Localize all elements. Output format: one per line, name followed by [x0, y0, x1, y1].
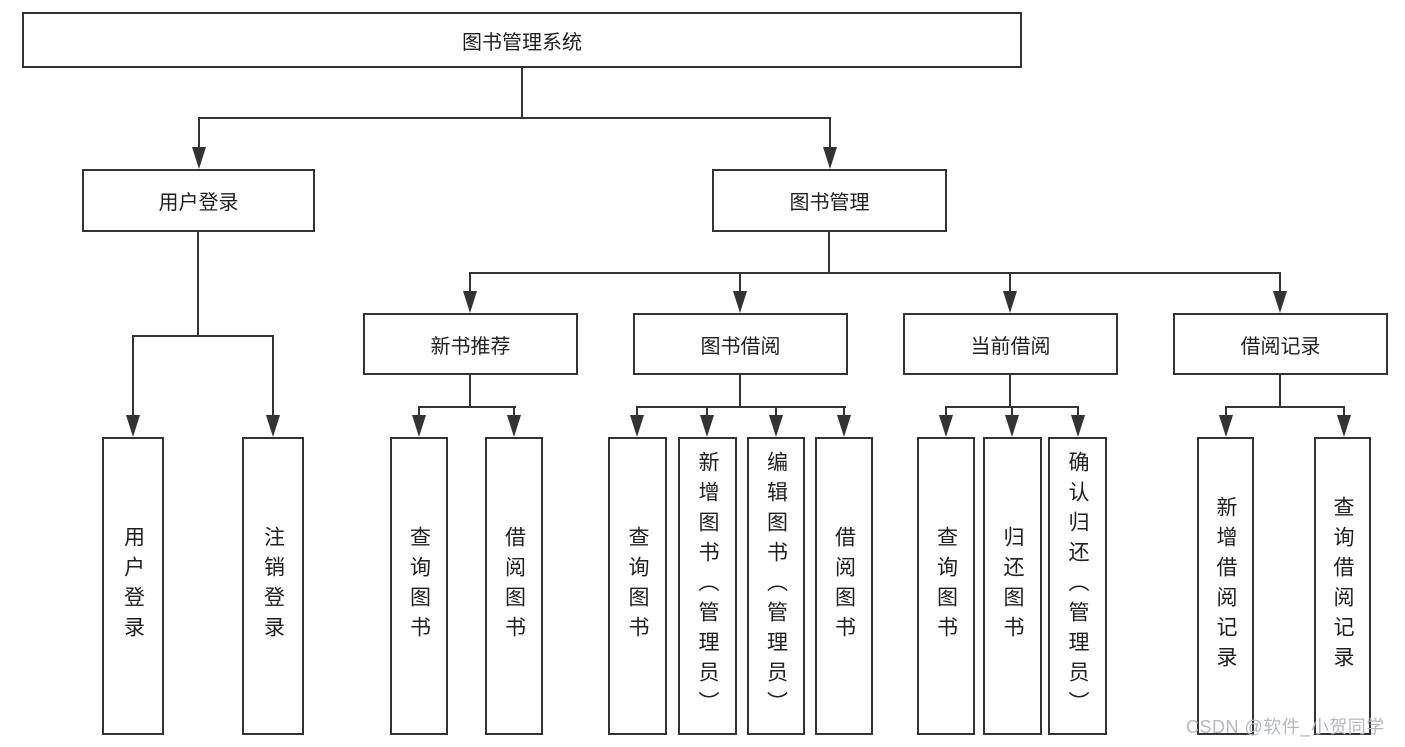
- node-book-borrow: 图书借阅: [633, 313, 848, 375]
- arrowhead-icon: [126, 415, 140, 437]
- leaf-current-query-label: 查询图书: [934, 526, 958, 646]
- arrowhead-icon: [1219, 415, 1233, 437]
- connector: [636, 406, 846, 408]
- connector: [1225, 406, 1345, 408]
- leaf-current-return: 归还图书: [983, 437, 1042, 735]
- connector: [513, 406, 515, 418]
- node-current-borrow: 当前借阅: [903, 313, 1118, 375]
- connector: [636, 406, 638, 418]
- leaf-user-login: 用户登录: [102, 437, 164, 735]
- leaf-newbooks-borrow-label: 借阅图书: [502, 526, 526, 646]
- arrowhead-icon: [463, 291, 477, 313]
- node-borrow-records-label: 借阅记录: [1240, 335, 1321, 358]
- connector: [469, 375, 471, 408]
- arrowhead-icon: [939, 415, 953, 437]
- leaf-current-return-label: 归还图书: [1001, 526, 1024, 646]
- node-book-management: 图书管理: [712, 169, 947, 232]
- connector: [469, 272, 471, 293]
- connector: [1225, 406, 1227, 418]
- node-new-book-recommend-label: 新书推荐: [430, 335, 511, 358]
- connector: [272, 335, 274, 417]
- connector: [198, 117, 831, 119]
- connector: [132, 335, 134, 417]
- connector: [828, 232, 830, 274]
- arrowhead-icon: [1003, 291, 1017, 313]
- node-current-borrow-label: 当前借阅: [970, 335, 1051, 358]
- leaf-current-query: 查询图书: [917, 437, 975, 735]
- csdn-watermark: CSDN @软件_小贺同学: [1186, 717, 1385, 737]
- connector: [1077, 406, 1079, 418]
- connector: [829, 117, 831, 149]
- arrowhead-icon: [1071, 415, 1085, 437]
- leaf-borrow-query-label: 查询图书: [626, 526, 649, 646]
- leaf-record-add: 新增借阅记录: [1197, 437, 1254, 735]
- arrowhead-icon: [507, 415, 521, 437]
- connector: [1011, 406, 1013, 418]
- leaf-borrow-query: 查询图书: [608, 437, 667, 735]
- leaf-borrow-book-label: 借阅图书: [832, 526, 856, 646]
- arrowhead-icon: [823, 147, 837, 169]
- connector: [739, 375, 741, 408]
- arrowhead-icon: [700, 415, 714, 437]
- connector: [418, 406, 516, 408]
- leaf-borrow-edit-admin: 编辑图书（管理员）: [747, 437, 805, 735]
- node-root: 图书管理系统: [22, 12, 1022, 68]
- connector: [739, 272, 741, 293]
- connector: [1009, 375, 1011, 408]
- leaf-borrow-book: 借阅图书: [815, 437, 873, 735]
- leaf-current-confirm-admin-label: 确认归还（管理员）: [1066, 451, 1089, 721]
- connector: [198, 117, 200, 149]
- leaf-logout: 注销登录: [242, 437, 304, 735]
- node-book-management-label: 图书管理: [789, 192, 870, 214]
- connector: [775, 406, 777, 418]
- leaf-record-query: 查询借阅记录: [1314, 437, 1371, 735]
- node-user-login-label: 用户登录: [158, 192, 239, 214]
- arrowhead-icon: [837, 415, 851, 437]
- node-new-book-recommend: 新书推荐: [363, 313, 578, 375]
- arrowhead-icon: [1273, 291, 1287, 313]
- connector: [132, 335, 274, 337]
- arrowhead-icon: [630, 415, 644, 437]
- leaf-record-add-label: 新增借阅记录: [1214, 496, 1237, 676]
- connector: [1279, 375, 1281, 408]
- leaf-borrow-add-admin-label: 新增图书（管理员）: [696, 451, 719, 721]
- arrowhead-icon: [266, 415, 280, 437]
- leaf-newbooks-query: 查询图书: [390, 437, 448, 735]
- arrowhead-icon: [769, 415, 783, 437]
- connector: [1009, 272, 1011, 293]
- arrowhead-icon: [192, 147, 206, 169]
- leaf-logout-label: 注销登录: [261, 526, 285, 646]
- connector: [469, 272, 1281, 274]
- arrowhead-icon: [1005, 415, 1019, 437]
- leaf-borrow-edit-admin-label: 编辑图书（管理员）: [764, 451, 788, 721]
- connector: [945, 406, 947, 418]
- arrowhead-icon: [733, 291, 747, 313]
- leaf-newbooks-query-label: 查询图书: [407, 526, 431, 646]
- leaf-record-query-label: 查询借阅记录: [1331, 496, 1354, 676]
- node-borrow-records: 借阅记录: [1173, 313, 1388, 375]
- node-root-label: 图书管理系统: [462, 31, 582, 54]
- connector: [843, 406, 845, 418]
- arrowhead-icon: [1337, 415, 1351, 437]
- connector: [418, 406, 420, 418]
- leaf-user-login-label: 用户登录: [121, 526, 145, 646]
- connector: [197, 232, 199, 337]
- arrowhead-icon: [412, 415, 426, 437]
- connector: [521, 68, 523, 119]
- node-user-login: 用户登录: [82, 169, 315, 232]
- leaf-current-confirm-admin: 确认归还（管理员）: [1048, 437, 1107, 735]
- node-book-borrow-label: 图书借阅: [700, 335, 781, 358]
- leaf-borrow-add-admin: 新增图书（管理员）: [678, 437, 737, 735]
- leaf-newbooks-borrow: 借阅图书: [485, 437, 543, 735]
- connector: [706, 406, 708, 418]
- connector: [1279, 272, 1281, 293]
- connector: [1343, 406, 1345, 418]
